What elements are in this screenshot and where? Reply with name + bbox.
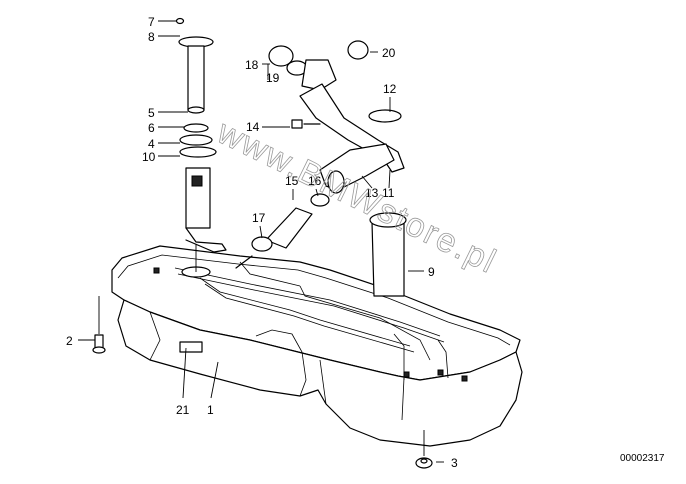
nut-bottom[interactable]: [415, 457, 433, 469]
callout-20: 20: [382, 46, 396, 60]
callout-11: 11: [382, 186, 395, 200]
callout-21: 21: [176, 403, 190, 417]
callout-1: 1: [207, 403, 214, 417]
callout-18: 18: [245, 58, 259, 72]
leader-lines: [78, 20, 444, 463]
callout-10: 10: [142, 150, 156, 164]
callout-7: 7: [148, 15, 155, 29]
callout-13: 13: [365, 186, 379, 200]
bolt-front[interactable]: [92, 334, 106, 354]
callout-9: 9: [428, 265, 435, 279]
callout-5: 5: [148, 106, 155, 120]
callout-4: 4: [148, 137, 155, 151]
callout-12: 12: [383, 82, 397, 96]
drawing-number: 00002317: [620, 453, 665, 464]
filler-neck-assembly[interactable]: [235, 40, 407, 297]
callout-15: 15: [285, 174, 299, 188]
callout-3: 3: [451, 456, 458, 470]
callout-14: 14: [246, 120, 260, 134]
callout-8: 8: [148, 30, 155, 44]
fuel-pump-sender[interactable]: [175, 17, 227, 273]
callout-16: 16: [308, 174, 322, 188]
callout-6: 6: [148, 121, 155, 135]
callout-17: 17: [252, 211, 266, 225]
callout-numbers: 7 8 5 6 4 10 18 19 20 12 14 13 11 15 16 …: [66, 15, 458, 470]
callout-2: 2: [66, 334, 73, 348]
callout-19: 19: [266, 71, 280, 85]
fuel-tank[interactable]: [111, 245, 523, 447]
